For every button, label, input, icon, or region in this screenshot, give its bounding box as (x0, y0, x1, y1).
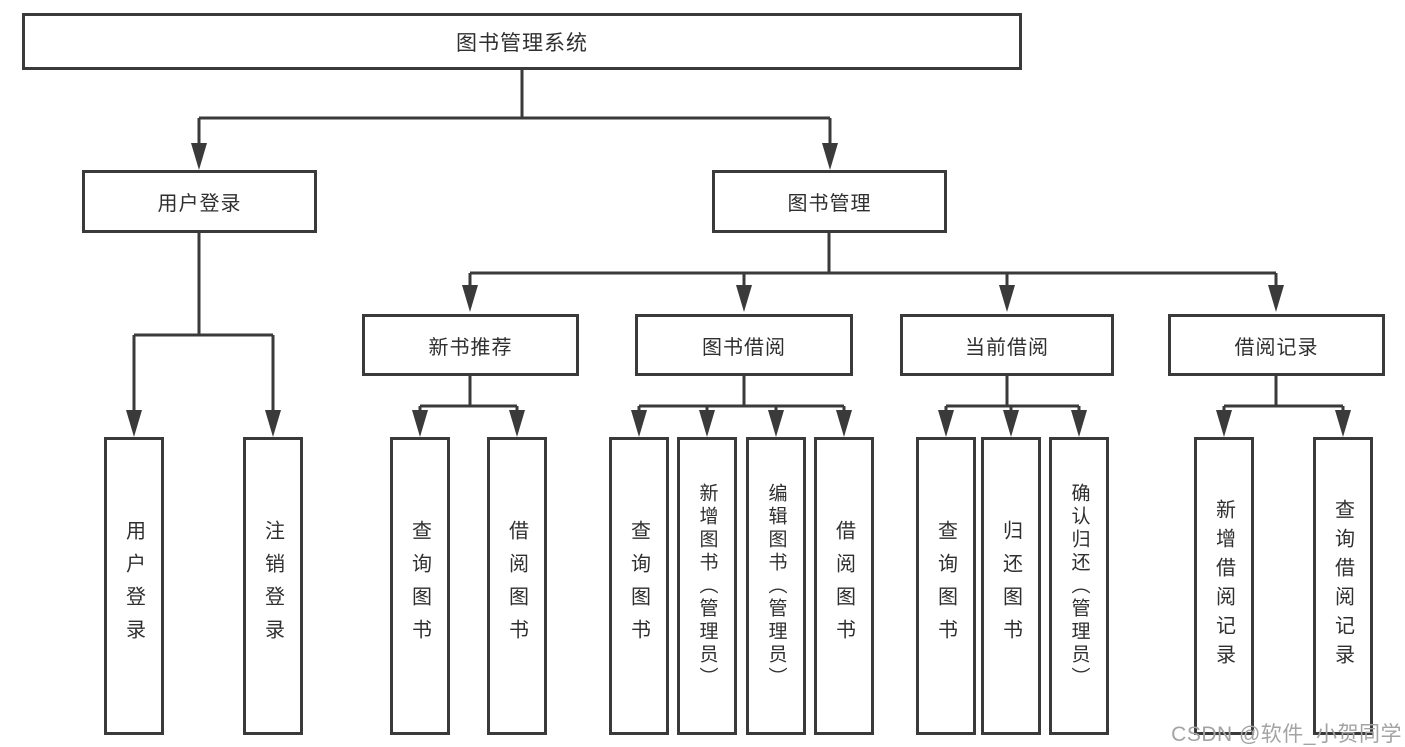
node-book-management: 图书管理 (712, 170, 947, 233)
arrow-down-icon (191, 143, 207, 170)
leaf-search-books: 查询图书 (609, 437, 669, 735)
node-library-management-system: 图书管理系统 (22, 13, 1022, 70)
arrow-down-icon (126, 410, 142, 437)
leaf-edit-books-admin: 编辑图书（管理员） (746, 437, 806, 735)
leaf-user-login: 用户登录 (104, 437, 164, 735)
leaf-search-books: 查询图书 (916, 437, 976, 735)
leaf-search-books: 查询图书 (390, 437, 450, 735)
leaf-add-books-admin: 新增图书（管理员） (677, 437, 737, 735)
arrow-down-icon (999, 285, 1015, 312)
leaf-borrow-books: 借阅图书 (487, 437, 547, 735)
arrowheads (126, 143, 1351, 437)
arrow-down-icon (768, 410, 784, 437)
leaf-confirm-return-admin: 确认归还（管理员） (1049, 437, 1109, 735)
leaf-search-borrow-record: 查询借阅记录 (1313, 437, 1373, 735)
watermark-text: CSDN @软件_小贺同学 (1171, 723, 1402, 746)
leaf-return-books: 归还图书 (981, 437, 1041, 735)
arrow-down-icon (699, 410, 715, 437)
node-borrowing-records: 借阅记录 (1168, 314, 1385, 376)
node-new-book-recommendation: 新书推荐 (362, 314, 579, 376)
node-user-login: 用户登录 (82, 170, 317, 233)
arrow-down-icon (412, 410, 428, 437)
arrow-down-icon (836, 410, 852, 437)
leaf-logout: 注销登录 (243, 437, 303, 735)
arrow-down-icon (1268, 285, 1284, 312)
arrow-down-icon (631, 410, 647, 437)
arrow-down-icon (1003, 410, 1019, 437)
arrow-down-icon (822, 143, 838, 170)
arrow-down-icon (938, 410, 954, 437)
node-book-borrowing: 图书借阅 (635, 314, 853, 376)
arrow-down-icon (1216, 410, 1232, 437)
arrow-down-icon (1335, 410, 1351, 437)
arrow-down-icon (1071, 410, 1087, 437)
arrow-down-icon (265, 410, 281, 437)
leaf-add-borrow-record: 新增借阅记录 (1194, 437, 1254, 735)
arrow-down-icon (462, 285, 478, 312)
leaf-borrow-books: 借阅图书 (814, 437, 874, 735)
node-current-borrowing: 当前借阅 (900, 314, 1114, 376)
arrow-down-icon (736, 285, 752, 312)
arrow-down-icon (509, 410, 525, 437)
